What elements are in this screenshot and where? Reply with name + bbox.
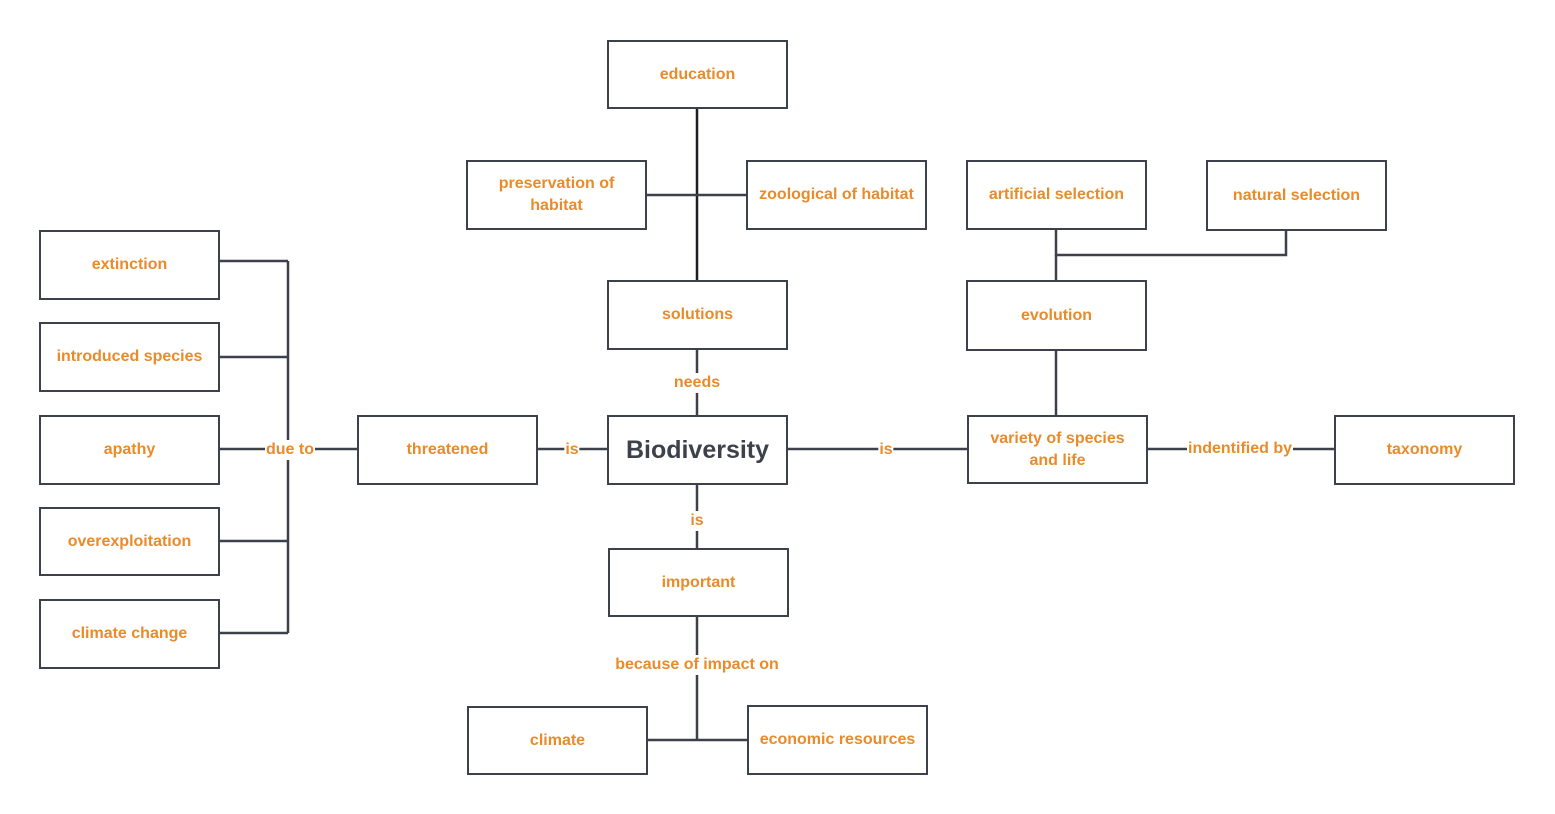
node-threatened[interactable]: threatened bbox=[357, 415, 538, 485]
node-climate-change[interactable]: climate change bbox=[39, 599, 220, 669]
node-evolution[interactable]: evolution bbox=[966, 280, 1147, 351]
node-climate[interactable]: climate bbox=[467, 706, 648, 775]
edge-label-needs: needs bbox=[672, 373, 722, 393]
node-variety-of-species-and-life[interactable]: variety of species and life bbox=[967, 415, 1148, 484]
node-taxonomy[interactable]: taxonomy bbox=[1334, 415, 1515, 485]
edge-label-due-to: due to bbox=[265, 440, 315, 460]
line-selections bbox=[1054, 229, 1288, 257]
edge-label-is-variety: is bbox=[878, 440, 894, 460]
node-education[interactable]: education bbox=[607, 40, 788, 109]
node-natural-selection[interactable]: natural selection bbox=[1206, 160, 1387, 231]
edge-label-identified-by: indentified by bbox=[1187, 439, 1293, 459]
node-preservation-of-habitat[interactable]: preservation of habitat bbox=[466, 160, 647, 230]
node-zoological-of-habitat[interactable]: zoological of habitat bbox=[746, 160, 927, 230]
node-artificial-selection[interactable]: artificial selection bbox=[966, 160, 1147, 230]
node-solutions[interactable]: solutions bbox=[607, 280, 788, 350]
node-biodiversity[interactable]: Biodiversity bbox=[607, 415, 788, 485]
node-economic-resources[interactable]: economic resources bbox=[747, 705, 928, 775]
node-overexploitation[interactable]: overexploitation bbox=[39, 507, 220, 576]
edge-label-is-important: is bbox=[689, 511, 705, 531]
node-introduced-species[interactable]: introduced species bbox=[39, 322, 220, 392]
node-apathy[interactable]: apathy bbox=[39, 415, 220, 485]
node-extinction[interactable]: extinction bbox=[39, 230, 220, 300]
edge-label-is-threatened: is bbox=[564, 440, 580, 460]
node-important[interactable]: important bbox=[608, 548, 789, 617]
edge-label-because-of-impact-on: because of impact on bbox=[614, 655, 780, 675]
